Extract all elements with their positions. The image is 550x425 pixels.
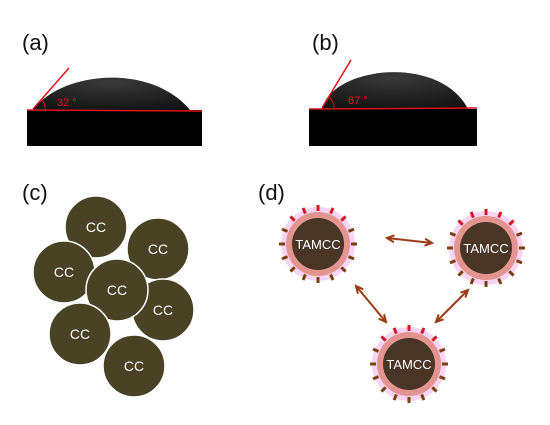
cc-particle: CC — [48, 302, 112, 366]
angle-arc-a — [41, 99, 46, 111]
tamcc-particle: TAMCC — [279, 205, 357, 283]
surface-group-mark — [392, 327, 398, 335]
surface-group-mark — [281, 227, 289, 233]
panel-a: (a) 32 ° — [22, 30, 203, 146]
panel-a-label: (a) — [22, 30, 49, 55]
surface-group-mark — [431, 386, 438, 393]
cc-particle-label: CC — [54, 264, 74, 280]
cc-particle: CC — [85, 258, 149, 322]
surface-group-mark — [380, 335, 387, 342]
surface-group-mark — [438, 375, 446, 381]
surface-group-mark — [449, 231, 457, 237]
cc-particle-label: CC — [107, 282, 127, 298]
surface-group-mark — [380, 386, 387, 393]
cc-particle-label: CC — [124, 358, 144, 374]
tangent-line-b — [321, 59, 352, 109]
contact-angle-b: 67 ° — [348, 95, 368, 107]
surface-group-mark — [301, 273, 307, 281]
tangent-line-a — [32, 67, 70, 110]
tamcc-particle: TAMCC — [370, 325, 448, 403]
surface-group-mark — [469, 211, 475, 219]
tamcc-particle-group: TAMCC TAMCC TAMCC — [279, 205, 525, 403]
double-arrow — [384, 234, 435, 247]
arrow-shaft — [355, 285, 387, 323]
tamcc-particle: TAMCC — [447, 209, 525, 287]
surface-group-mark — [340, 215, 347, 222]
cc-particle-label: CC — [86, 219, 106, 235]
surface-group-mark — [469, 277, 475, 285]
panel-b: (b) 67 ° — [308, 30, 478, 146]
panel-b-label: (b) — [312, 30, 339, 55]
surface-group-mark — [329, 273, 335, 281]
surface-group-mark — [431, 335, 438, 342]
baseline-b — [308, 107, 478, 110]
surface-group-mark — [340, 266, 347, 273]
arrow-shaft — [386, 237, 433, 244]
droplet-b — [322, 72, 468, 109]
arrow-head — [354, 284, 364, 295]
surface-group-mark — [508, 219, 515, 226]
tamcc-particle-label: TAMCC — [386, 357, 431, 372]
surface-group-mark — [515, 231, 523, 237]
surface-group-mark — [449, 259, 457, 265]
droplet-a — [33, 77, 190, 110]
surface-group-mark — [301, 207, 307, 215]
surface-group-mark — [372, 347, 380, 353]
surface-group-mark — [457, 219, 464, 226]
tamcc-core — [383, 338, 435, 390]
tamcc-particle-label: TAMCC — [295, 237, 340, 252]
cc-particle-body — [102, 334, 166, 398]
arrow-shaft — [435, 289, 469, 323]
cc-particle-body — [48, 302, 112, 366]
photo-b-substrate — [309, 109, 477, 146]
arrow-head — [424, 237, 435, 247]
cc-particle-body — [64, 195, 128, 259]
surface-group-mark — [289, 266, 296, 273]
double-arrow — [434, 288, 470, 324]
arrow-head — [384, 234, 395, 244]
cc-particle-group: CC CC CC CC CC CC CC — [32, 195, 195, 398]
cc-particle: CC — [102, 334, 166, 398]
surface-group-mark — [281, 255, 289, 261]
panel-c: (c) CC CC CC CC CC CC CC — [22, 180, 195, 398]
tamcc-core — [460, 222, 512, 274]
cc-particle: CC — [126, 217, 190, 281]
cc-particle-label: CC — [70, 326, 90, 342]
arrow-head — [378, 313, 388, 324]
surface-group-mark — [347, 255, 355, 261]
surface-group-mark — [329, 207, 335, 215]
baseline-a — [26, 109, 203, 112]
tamcc-particle-label: TAMCC — [463, 241, 508, 256]
surface-group-mark — [497, 211, 503, 219]
surface-group-mark — [515, 259, 523, 265]
tamcc-core — [292, 218, 344, 270]
interaction-arrows — [354, 234, 470, 324]
cc-particle-label: CC — [148, 241, 168, 257]
photo-a-substrate — [27, 110, 202, 146]
panel-d: (d) TAMCC TAMCC TAMCC — [258, 180, 525, 403]
cc-particle: CC — [64, 195, 128, 259]
surface-group-mark — [457, 270, 464, 277]
surface-group-mark — [289, 215, 296, 222]
arrow-head — [434, 314, 444, 324]
arrow-head — [460, 288, 470, 298]
cc-particle-label: CC — [153, 302, 173, 318]
surface-group-mark — [497, 277, 503, 285]
angle-arc-b — [327, 96, 335, 109]
surface-group-mark — [372, 375, 380, 381]
cc-particle-body — [85, 258, 149, 322]
panel-c-label: (c) — [22, 180, 48, 205]
surface-group-mark — [347, 227, 355, 233]
surface-group-mark — [438, 347, 446, 353]
double-arrow — [354, 284, 388, 324]
surface-group-mark — [420, 327, 426, 335]
surface-group-mark — [420, 393, 426, 401]
panel-d-label: (d) — [258, 180, 285, 205]
contact-angle-a: 32 ° — [57, 97, 77, 109]
surface-group-mark — [392, 393, 398, 401]
surface-group-mark — [508, 270, 515, 277]
